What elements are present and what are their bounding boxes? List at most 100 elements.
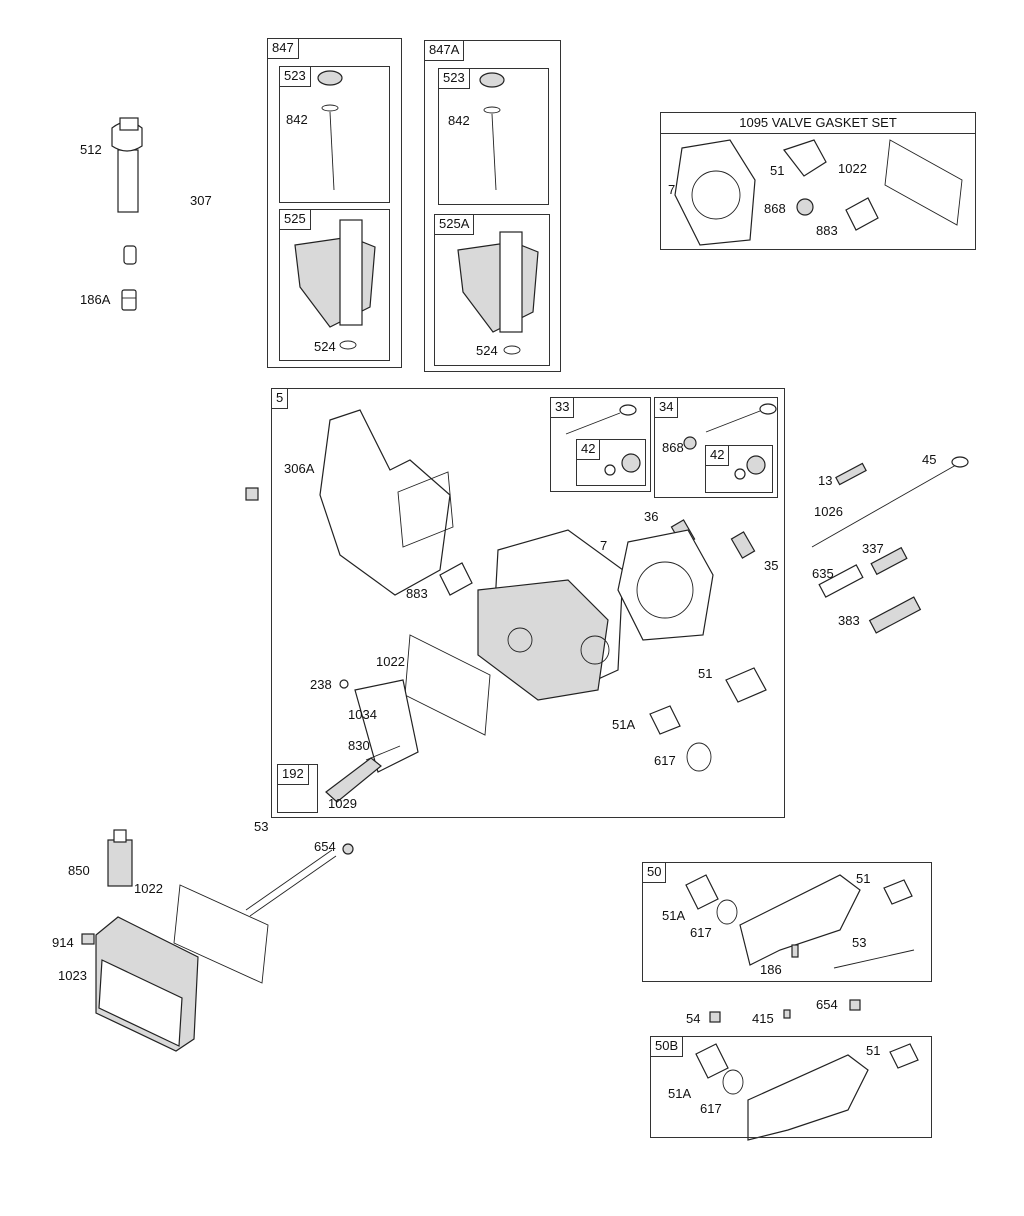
oil-fill-tube-icon <box>294 219 376 350</box>
group-50: 50 <box>642 862 932 982</box>
callout-51c: 51 <box>856 871 871 886</box>
callout-53a: 53 <box>254 819 269 834</box>
callout-617c: 617 <box>690 925 712 940</box>
spark-plug-icon <box>870 546 908 576</box>
group-50-tag: 50 <box>643 863 667 883</box>
callout-238: 238 <box>310 677 332 692</box>
plug-238-icon <box>339 679 349 689</box>
callout-35: 35 <box>764 558 779 573</box>
valve-cover-gasket-c-icon <box>173 884 269 984</box>
group-847a: 847A <box>424 40 561 372</box>
oil-fill-tube-a-icon <box>457 231 539 355</box>
gasket-883-icon <box>845 197 879 231</box>
group-192-tag: 192 <box>278 765 309 785</box>
seal-868-icon <box>796 198 814 216</box>
callout-51a: 51 <box>770 163 785 178</box>
callout-868a: 868 <box>764 201 786 216</box>
callout-1022c: 1022 <box>134 881 163 896</box>
callout-1029: 1029 <box>328 796 357 811</box>
cylinder-shroud-icon <box>319 409 454 596</box>
fittings-icon <box>709 999 861 1023</box>
group-523-tag: 523 <box>280 67 311 87</box>
callout-842b: 842 <box>448 113 470 128</box>
valve-long-icon <box>811 456 969 548</box>
callout-617d: 617 <box>700 1101 722 1116</box>
stud-830-icon <box>365 745 401 761</box>
callout-36: 36 <box>644 509 659 524</box>
group-5-tag: 5 <box>272 389 289 409</box>
callout-883a: 883 <box>816 223 838 238</box>
callout-1034: 1034 <box>348 707 377 722</box>
group-192: 192 <box>277 764 318 813</box>
intake-manifold-b-icon <box>695 1043 919 1141</box>
callout-186a: 186A <box>80 292 111 307</box>
callout-883b: 883 <box>406 586 428 601</box>
callout-54: 54 <box>686 1011 701 1026</box>
group-525a-tag: 525A <box>435 215 475 235</box>
breather-plate-icon <box>354 679 419 773</box>
intake-manifold-icon <box>685 874 915 969</box>
callout-51ad: 51A <box>668 1086 692 1101</box>
callout-307: 307 <box>190 193 212 208</box>
group-847-tag: 847 <box>268 39 299 59</box>
callout-512: 512 <box>80 142 102 157</box>
valve-gasket-set-title: 1095 VALVE GASKET SET <box>661 113 975 134</box>
valve-cover-gasket-icon <box>884 139 963 226</box>
callout-524b: 524 <box>476 343 498 358</box>
group-523b: 523 <box>438 68 549 205</box>
tool-383-icon <box>868 596 922 634</box>
pushrod-icon <box>245 843 354 917</box>
bushing-icon <box>123 245 137 265</box>
callout-51d: 51 <box>866 1043 881 1058</box>
callout-1022b: 1022 <box>376 654 405 669</box>
bolt-icon <box>245 487 259 501</box>
callout-13: 13 <box>818 473 833 488</box>
callout-7b: 7 <box>600 538 608 553</box>
group-525a: 525A <box>434 214 550 366</box>
group-34: 34 <box>654 397 778 498</box>
group-525-tag: 525 <box>280 210 311 230</box>
callout-1022a: 1022 <box>838 161 867 176</box>
callout-306a: 306A <box>284 461 315 476</box>
intake-valve-icon <box>565 404 637 435</box>
callout-914: 914 <box>52 935 74 950</box>
callout-337: 337 <box>862 541 884 556</box>
group-33-tag: 33 <box>551 398 575 418</box>
callout-186: 186 <box>760 962 782 977</box>
callout-842a: 842 <box>286 112 308 127</box>
group-42a: 42 <box>576 439 646 486</box>
group-50b: 50B <box>650 1036 932 1138</box>
callout-654b: 654 <box>816 997 838 1012</box>
callout-7a: 7 <box>668 182 676 197</box>
callout-654a: 654 <box>314 839 336 854</box>
group-5: 5 <box>271 388 785 818</box>
exhaust-valve-icon <box>705 403 777 433</box>
callout-830: 830 <box>348 738 370 753</box>
callout-635: 635 <box>812 566 834 581</box>
group-847: 847 <box>267 38 402 368</box>
group-523b-tag: 523 <box>439 69 470 89</box>
breather-tube-icon <box>325 757 382 803</box>
group-42b: 42 <box>705 445 773 493</box>
callout-383: 383 <box>838 613 860 628</box>
fitting-186a-icon <box>121 289 137 311</box>
group-523: 523 <box>279 66 390 203</box>
group-42b-tag: 42 <box>706 446 730 466</box>
dipstick-cap-icon <box>317 70 343 191</box>
valve-cover-icon <box>95 916 199 1052</box>
dipstick-cap-a-icon <box>479 72 505 191</box>
rocker-gasket-icon <box>404 634 491 736</box>
callout-51ac: 51A <box>662 908 686 923</box>
gasket-883b-icon <box>439 562 473 596</box>
group-34-tag: 34 <box>655 398 679 418</box>
gasket-51-icon <box>783 139 827 177</box>
callout-1023: 1023 <box>58 968 87 983</box>
callout-415: 415 <box>752 1011 774 1026</box>
group-525: 525 <box>279 209 390 361</box>
dipstick-tube-icon <box>111 117 143 213</box>
callout-617b: 617 <box>654 753 676 768</box>
intake-gasket-icon <box>649 667 767 772</box>
group-42a-tag: 42 <box>577 440 601 460</box>
cylinder-head-icon <box>477 529 624 701</box>
